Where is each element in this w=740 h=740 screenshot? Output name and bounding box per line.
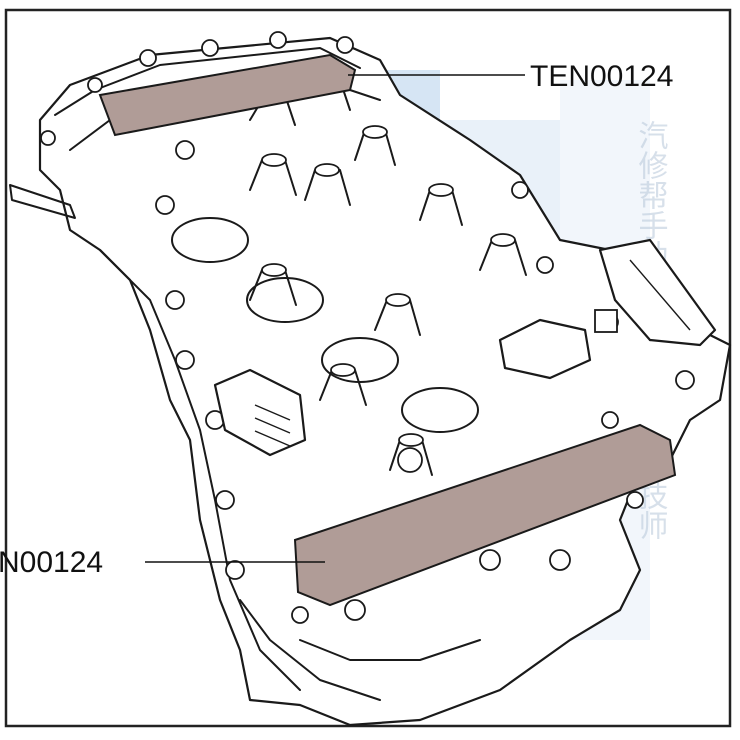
bores — [171, 217, 479, 433]
callout-label-left: N00124 — [0, 546, 103, 579]
connector-left — [213, 368, 307, 457]
lower-housing — [239, 447, 571, 701]
tool-plate-top — [98, 53, 357, 137]
callout-top: TEN00124 — [348, 60, 673, 93]
callout-label-top: TEN00124 — [530, 60, 673, 93]
rear-bracket — [598, 238, 717, 347]
connector-right — [498, 309, 618, 380]
tool-plate-bottom — [293, 423, 677, 607]
special-tool-plates — [98, 53, 677, 607]
cylinder-head-body — [9, 31, 732, 727]
top-bolts — [40, 31, 354, 146]
callout-left: N00124 — [0, 546, 325, 579]
side-pipe — [9, 184, 76, 219]
